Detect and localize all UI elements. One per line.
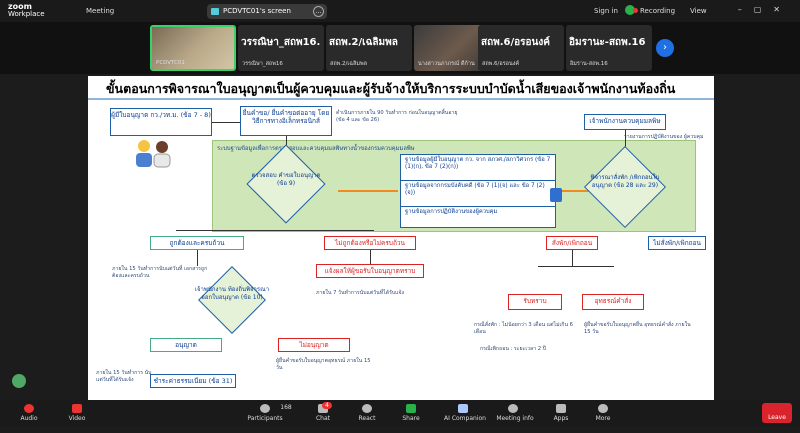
connector xyxy=(625,130,626,158)
connector xyxy=(572,250,573,266)
share-button[interactable]: Share xyxy=(402,415,420,422)
react-button[interactable]: React xyxy=(358,415,376,422)
note-deny: ผู้ยื่นคำขอรับใบอนุญาตอุทธรณ์ ภายใน 15 ว… xyxy=(276,358,371,371)
flow-box-applicant: ผู้มีใบอนุญาต กว./วท.ม. (ข้อ 7 - 8) xyxy=(110,108,212,136)
apps-button[interactable]: Apps xyxy=(553,415,569,422)
info-icon[interactable] xyxy=(508,404,518,413)
recording-indicator[interactable]: Recording xyxy=(632,7,676,15)
shared-slide: ขั้นตอนการพิจารณาใบอนุญาตเป็นผู้ควบคุมแล… xyxy=(88,76,714,400)
participants-icon[interactable] xyxy=(260,404,270,413)
connector xyxy=(197,250,198,266)
flow-box-ack: รับทราบ xyxy=(508,294,562,310)
video-feed xyxy=(152,27,234,69)
participants-button[interactable]: Participants xyxy=(247,415,283,422)
meeting-toolbar: Audio Video 168 Participants 4 Chat Reac… xyxy=(0,400,800,426)
participants-count: 168 xyxy=(280,404,292,411)
db-row: ฐานข้อมูลจากกรมบังคับคดี (ข้อ 7 (1)(จ) แ… xyxy=(401,181,555,207)
ai-companion-icon[interactable] xyxy=(458,404,468,413)
title-divider xyxy=(88,98,714,100)
note-suspend1: กรณีสั่งพัก : ไม่น้อยกว่า 3 เดือน แต่ไม่… xyxy=(474,322,573,335)
slide-title: ขั้นตอนการพิจารณาใบอนุญาตเป็นผู้ควบคุมแล… xyxy=(106,81,676,96)
people-illustration xyxy=(132,138,174,168)
flow-box-fee: ชำระค่าธรรมเนียม (ข้อ 31) xyxy=(150,374,236,388)
sign-in-link[interactable]: Sign in xyxy=(594,7,618,15)
flow-box-deny: ไม่อนุญาต xyxy=(278,338,350,352)
note-7days: ภายใน 7 วันทำการนับแต่วันที่ได้รับแจ้ง xyxy=(316,290,405,296)
note-suspend2: กรณีเพิกถอน : ระยะเวลา 2 ปี xyxy=(480,346,546,352)
screen-share-label[interactable]: PCDVTC01's screen … xyxy=(207,4,327,19)
video-button[interactable]: Video xyxy=(68,415,86,422)
video-off-icon[interactable] xyxy=(72,404,82,413)
more-icon[interactable] xyxy=(598,404,608,413)
leave-button[interactable]: Leave xyxy=(762,403,792,423)
decision-consider-label: พิจารณาสั่งพัก /เพิกถอนใบอนุญาต (ข้อ 28 … xyxy=(590,174,660,189)
react-icon[interactable] xyxy=(362,404,372,413)
flow-box-approve: อนุญาต xyxy=(150,338,222,352)
participant-tile[interactable]: อิมรานะ-สถพ.16 อิมราน-สถพ.16 xyxy=(566,25,652,71)
connector xyxy=(176,230,374,231)
participant-strip: PCDVTC01 วรรณิษา_สถพ16. วรรณิษา_สถพ16 สถ… xyxy=(0,22,800,74)
note-90days: ดำเนินการภายใน 90 วันทำการ ก่อนใบอนุญาตส… xyxy=(336,110,458,123)
orange-arrow xyxy=(338,190,398,192)
decision-local-label: เจ้าพนักงาน ท้องถิ่นพิจารณา ออกใบอนุญาต … xyxy=(194,286,270,301)
connector xyxy=(212,122,240,123)
participant-tile[interactable]: PCDVTC01 xyxy=(150,25,236,71)
decision-check-label: ตรวจสอบ คำขอใบอนุญาต (ข้อ 9) xyxy=(251,172,321,187)
database-list: ฐานข้อมูลผู้มีใบอนุญาต กว. จาก สภวศ./สภา… xyxy=(400,154,556,228)
participant-tile[interactable]: วรรณิษา_สถพ16. วรรณิษา_สถพ16 xyxy=(238,25,324,71)
audio-button[interactable]: Audio xyxy=(20,415,38,422)
orange-arrow xyxy=(562,190,602,192)
db-row: ฐานข้อมูลการปฏิบัติงานของผู้ควบคุม xyxy=(405,209,498,215)
mic-muted-icon[interactable] xyxy=(24,404,34,413)
shield-icon[interactable] xyxy=(625,5,635,15)
flow-box-officer: เจ้าพนักงานควบคุมมลพิษ xyxy=(584,114,666,130)
database-icon xyxy=(550,188,562,202)
note-appeal: ผู้ยื่นคำขอรับใบอนุญาตยื่น อุทธรณ์คำสั่ง… xyxy=(584,322,691,335)
more-button[interactable]: More xyxy=(595,415,611,422)
window-controls[interactable]: –▢✕ xyxy=(737,5,792,14)
chat-button[interactable]: Chat xyxy=(315,415,331,422)
more-options-icon[interactable]: … xyxy=(313,6,324,17)
participant-tile[interactable]: สถพ.2/เฉลิมพล สถพ.2/เฉลิมพล xyxy=(326,25,412,71)
chat-badge: 4 xyxy=(322,402,332,409)
connector xyxy=(370,250,371,264)
flow-box-incorrect: ไม่ถูกต้องหรือไม่ครบถ้วน xyxy=(324,236,416,250)
flow-box-notify: แจ้งผลให้ผู้ขอรับใบอนุญาตทราบ xyxy=(316,264,424,278)
flow-box-appeal: อุทธรณ์คำสั่ง xyxy=(582,294,644,310)
flow-box-nosuspend: ไม่สั่งพัก/เพิกถอน xyxy=(648,236,706,250)
note-fee: ภายใน 15 วันทำการ นับแต่วันที่ได้รับแจ้ง xyxy=(96,370,152,383)
next-page-icon[interactable]: › xyxy=(656,39,674,57)
note-15days: ภายใน 15 วันทำการนับแต่วันที่ เอกสารถูกต… xyxy=(112,266,208,279)
flow-box-suspend: สั่งพัก/เพิกถอน xyxy=(546,236,598,250)
annotate-pencil-icon[interactable] xyxy=(12,374,26,388)
view-button[interactable]: View xyxy=(690,7,707,15)
database-area-header: ระบบฐานข้อมูลเพื่อการตรวจสอบและควบคุมมลพ… xyxy=(217,146,415,152)
meeting-label: Meeting xyxy=(86,7,115,15)
meeting-info-button[interactable]: Meeting info xyxy=(496,415,534,422)
flow-box-submit: ยื่นคำขอ/ ยื่นคำขอต่ออายุ โดยวิธีการทางอ… xyxy=(240,106,332,136)
screen-share-icon xyxy=(211,8,219,15)
ai-companion-button[interactable]: AI Companion xyxy=(444,415,486,422)
db-row: ฐานข้อมูลผู้มีใบอนุญาต กว. จาก สภวศ./สภา… xyxy=(401,155,555,181)
participant-tile[interactable]: สถพ.6/อรอนงค์ สถพ.6/อรอนงค์ xyxy=(478,25,564,71)
flow-box-correct: ถูกต้องและครบถ้วน xyxy=(150,236,244,250)
connector xyxy=(538,266,614,267)
apps-icon[interactable] xyxy=(556,404,566,413)
share-icon[interactable] xyxy=(406,404,416,413)
